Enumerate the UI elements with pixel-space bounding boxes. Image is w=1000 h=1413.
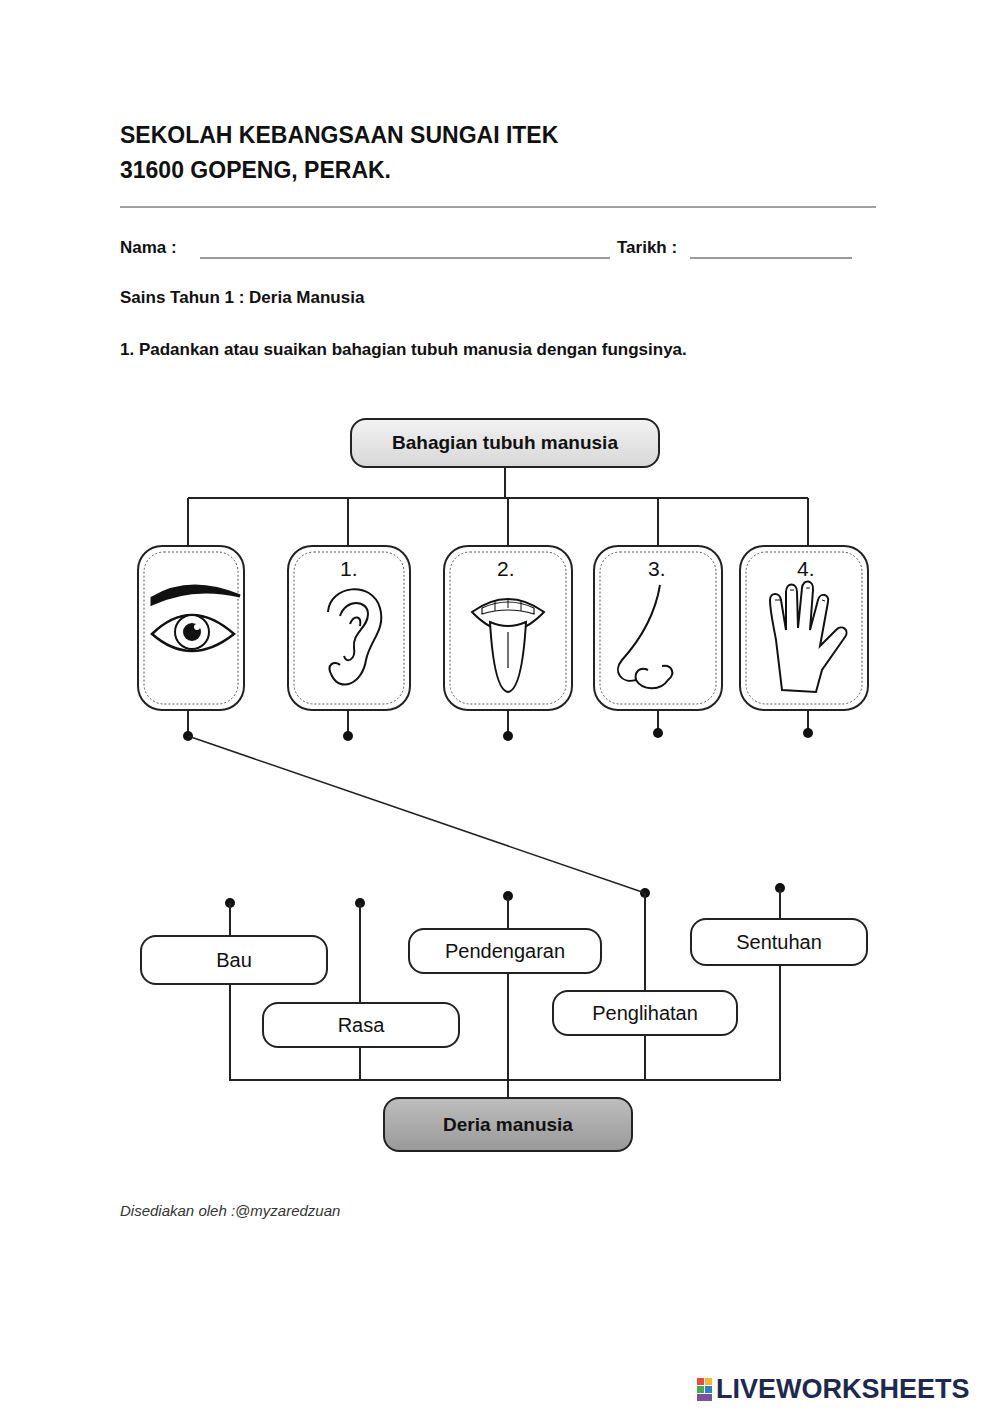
- sense-box: Pendengaran: [408, 928, 602, 974]
- eye-picture: [152, 586, 240, 651]
- header-rule: [120, 206, 876, 207]
- callout-number: 4.: [797, 557, 815, 581]
- box-text: Deria manusia: [443, 1114, 573, 1136]
- nose-picture: [618, 585, 672, 688]
- callout-number: 1.: [340, 557, 358, 581]
- tree-connector: [508, 966, 780, 1097]
- ear-picture: [328, 589, 381, 684]
- picture-inner-borders: [144, 552, 862, 704]
- sense-box: Bau: [140, 935, 328, 985]
- example-match-line: [188, 736, 645, 893]
- box-text: Penglihatan: [592, 1002, 698, 1025]
- sense-box: Sentuhan: [690, 918, 868, 966]
- credit-note: Disediakan oleh :@myzaredzuan: [120, 1202, 340, 1219]
- box-text: Pendengaran: [445, 940, 565, 963]
- box-text: Bahagian tubuh manusia: [392, 432, 618, 454]
- date-blank: [690, 257, 852, 258]
- sense-box: Penglihatan: [552, 990, 738, 1036]
- watermark: LIVEWORKSHEETS: [716, 1374, 970, 1405]
- tree-connector: [360, 1048, 508, 1097]
- box-text: Bau: [216, 949, 252, 972]
- callout-number: 2.: [497, 557, 515, 581]
- subject-heading: Sains Tahun 1 : Deria Manusia: [120, 288, 364, 308]
- name-blank: [200, 257, 610, 258]
- tree-lines: [188, 466, 808, 546]
- hand-picture: [770, 581, 847, 692]
- callout-number: 3.: [648, 557, 666, 581]
- category-box: Deria manusia: [383, 1097, 633, 1152]
- box-text: Sentuhan: [736, 931, 822, 954]
- date-field-label: Tarikh :: [617, 238, 677, 258]
- sense-box: Rasa: [262, 1002, 460, 1048]
- school-name: SEKOLAH KEBANGSAAN SUNGAI ITEK: [120, 122, 558, 149]
- category-box: Bahagian tubuh manusia: [350, 418, 660, 468]
- instruction-text: 1. Padankan atau suaikan bahagian tubuh …: [120, 340, 687, 360]
- liveworksheets-logo: [697, 1378, 712, 1401]
- picture-boxes: [138, 546, 868, 710]
- school-address: 31600 GOPENG, PERAK.: [120, 157, 391, 184]
- tree-connector: [507, 974, 509, 1097]
- box-text: Rasa: [338, 1014, 385, 1037]
- name-field-label: Nama :: [120, 238, 177, 258]
- match-dots: [183, 728, 813, 908]
- tree-connector: [230, 985, 508, 1097]
- mouth-picture: [472, 599, 544, 692]
- tree-connector: [508, 1036, 645, 1097]
- picture-dots: [188, 710, 808, 734]
